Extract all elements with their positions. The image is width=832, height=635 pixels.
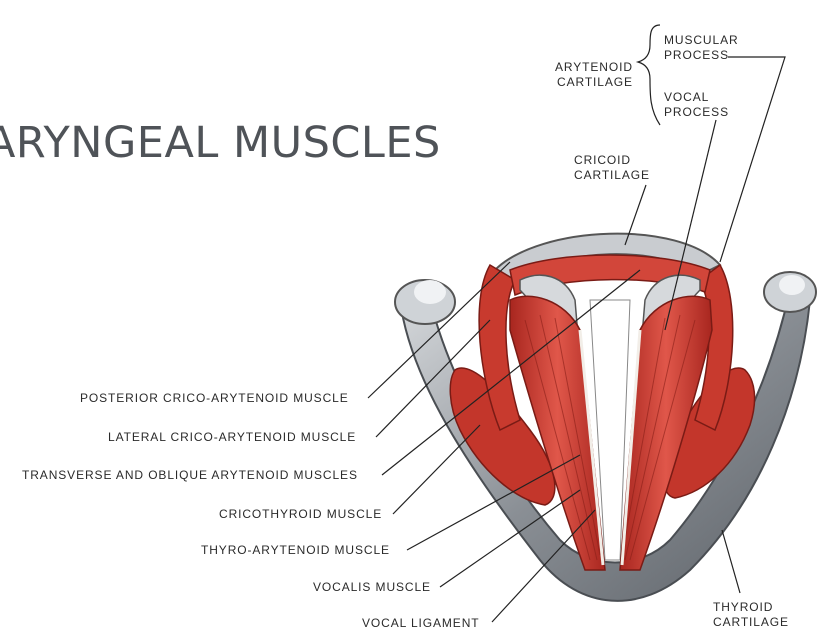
vocalis-label: VOCALIS MUSCLE bbox=[313, 580, 431, 595]
thyro-arytenoid-label: THYRO-ARYTENOID MUSCLE bbox=[201, 543, 390, 558]
label-line: MUSCULAR bbox=[664, 33, 739, 48]
label-line: CARTILAGE bbox=[713, 615, 789, 630]
lateral-crico-arytenoid-label: LATERAL CRICO-ARYTENOID MUSCLE bbox=[108, 430, 356, 445]
thyroid-cartilage-label: THYROID CARTILAGE bbox=[713, 600, 789, 630]
cricothyroid-label: CRICOTHYROID MUSCLE bbox=[219, 507, 382, 522]
label-line: ARYTENOID bbox=[555, 60, 633, 75]
vocal-ligament-label: VOCAL LIGAMENT bbox=[362, 616, 480, 631]
label-line: PROCESS bbox=[664, 105, 729, 120]
muscular-process-label: MUSCULAR PROCESS bbox=[664, 33, 739, 63]
cricoid-cartilage-label: CRICOID CARTILAGE bbox=[574, 153, 650, 183]
label-line: CRICOID bbox=[574, 153, 650, 168]
label-line: THYROID bbox=[713, 600, 789, 615]
vocal-process-label: VOCAL PROCESS bbox=[664, 90, 729, 120]
posterior-crico-arytenoid-label: POSTERIOR CRICO-ARYTENOID MUSCLE bbox=[80, 391, 349, 406]
label-line: CARTILAGE bbox=[574, 168, 650, 183]
transverse-oblique-arytenoid-label: TRANSVERSE AND OBLIQUE ARYTENOID MUSCLES bbox=[22, 468, 358, 483]
arytenoid-cartilage-label: ARYTENOID CARTILAGE bbox=[555, 60, 633, 90]
label-line: CARTILAGE bbox=[555, 75, 633, 90]
label-line: VOCAL bbox=[664, 90, 729, 105]
label-line: PROCESS bbox=[664, 48, 739, 63]
